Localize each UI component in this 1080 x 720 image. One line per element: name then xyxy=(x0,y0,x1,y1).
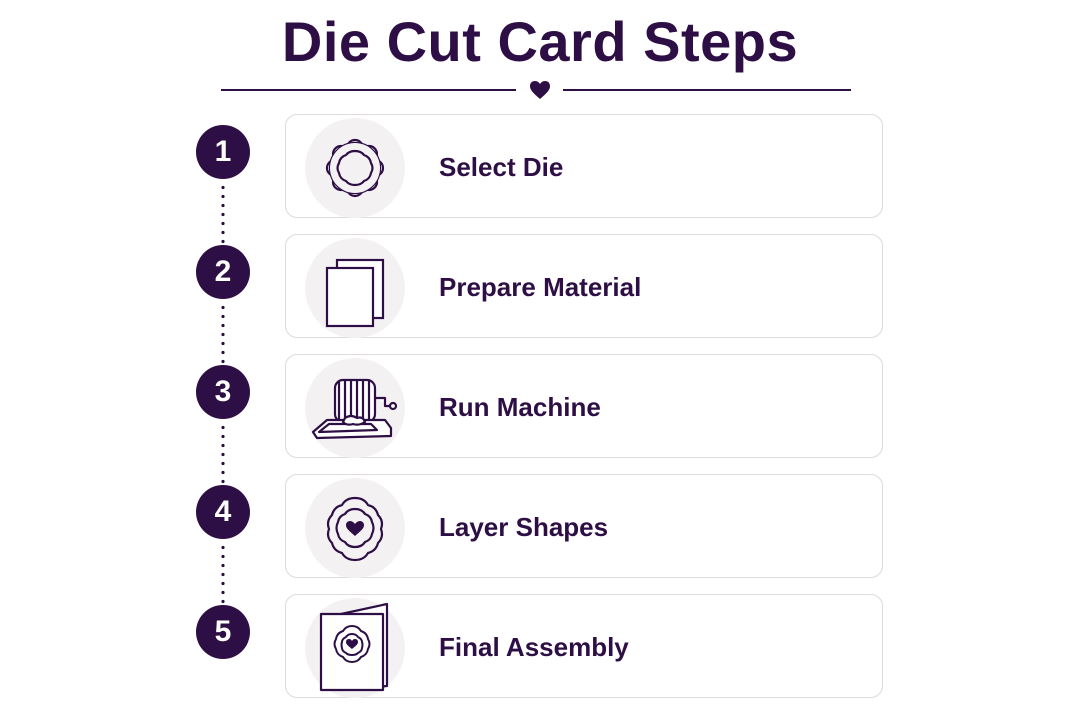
step-card-prepare-material: Prepare Material xyxy=(285,234,883,338)
step-label: Prepare Material xyxy=(439,271,642,302)
step-card-run-machine: Run Machine xyxy=(285,354,883,458)
step-label: Layer Shapes xyxy=(439,511,609,542)
step-label: Final Assembly xyxy=(439,631,629,662)
paper-sheets-icon xyxy=(305,238,405,338)
step-number-badge: 4 xyxy=(196,485,250,539)
step-number-badge: 2 xyxy=(196,245,250,299)
connector-dots xyxy=(221,423,225,489)
step-card-layer-shapes: Layer Shapes xyxy=(285,474,883,578)
die-shape-icon xyxy=(305,118,405,218)
connector-dots xyxy=(221,303,225,369)
step-number-badge: 5 xyxy=(196,605,250,659)
step-number-badge: 3 xyxy=(196,365,250,419)
page-title: Die Cut Card Steps xyxy=(281,10,799,73)
step-card-select-die: Select Die xyxy=(285,114,883,218)
layered-shapes-icon xyxy=(305,478,405,578)
connector-dots xyxy=(221,183,225,249)
step-label: Run Machine xyxy=(439,391,601,422)
step-label: Select Die xyxy=(439,151,564,182)
greeting-card-icon xyxy=(305,598,405,698)
divider-line-left xyxy=(221,89,516,91)
step-card-final-assembly: Final Assembly xyxy=(285,594,883,698)
heart-icon xyxy=(530,81,550,99)
connector-dots xyxy=(221,543,225,609)
step-number-badge: 1 xyxy=(196,125,250,179)
die-cut-machine-icon xyxy=(305,358,405,458)
divider-line-right xyxy=(563,89,851,91)
